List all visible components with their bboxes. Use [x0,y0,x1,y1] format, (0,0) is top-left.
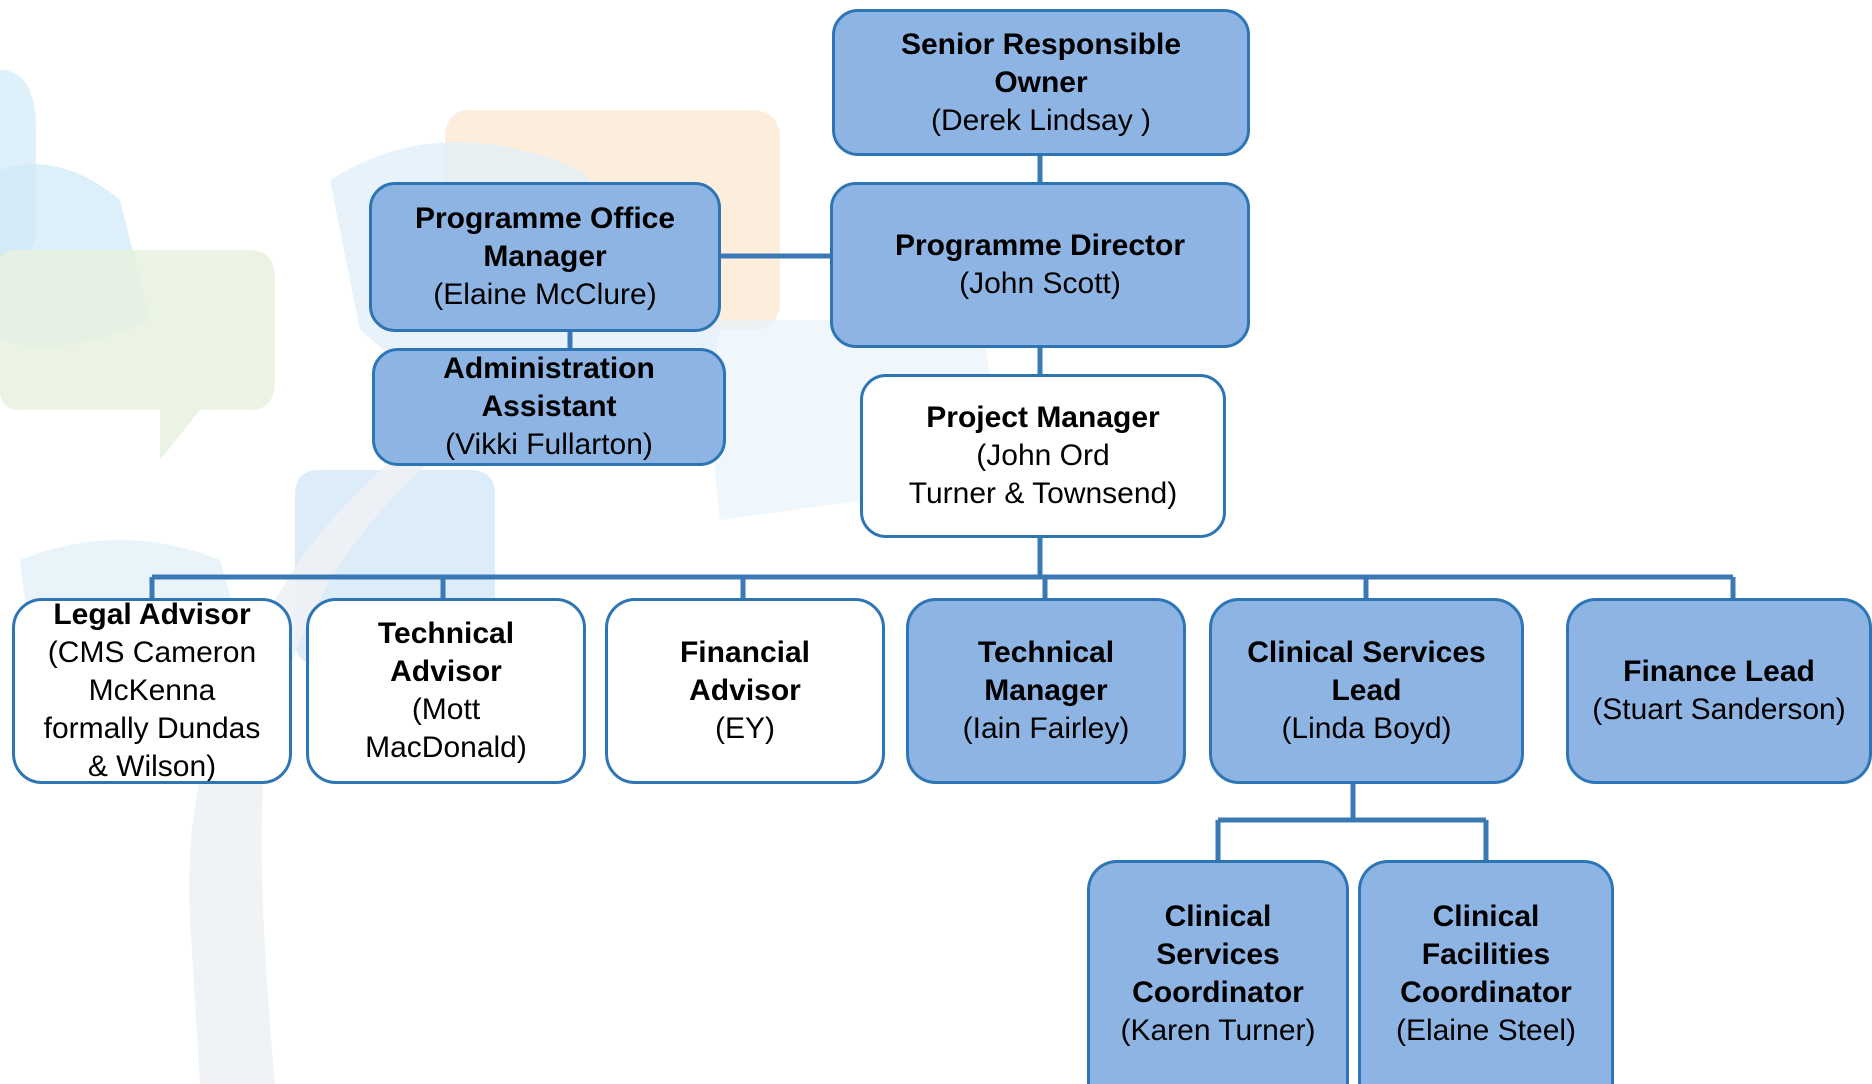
person-name: (CMS Cameron McKenna formally Dundas & W… [43,636,261,783]
box-project-manager: Project Manager (John Ord Turner & Towns… [860,374,1226,538]
box-clinical-services-coordinator: Clinical Services Coordinator (Karen Tur… [1087,860,1349,1084]
person-name: (Mott MacDonald) [365,693,527,764]
box-technical-manager: Technical Manager (Iain Fairley) [906,598,1186,784]
role-title: Programme Director [894,229,1186,262]
role-title: Clinical Services Lead [1247,636,1486,707]
box-financial-advisor: Financial Advisor (EY) [605,598,885,784]
person-name: (Elaine McClure) [433,278,657,311]
role-title: Technical Advisor [377,617,515,688]
bg-tree-trunk [189,430,450,1084]
box-clinical-services-lead: Clinical Services Lead (Linda Boyd) [1209,598,1524,784]
box-programme-director: Programme Director (John Scott) [830,182,1250,348]
role-title: Clinical Services Coordinator [1132,899,1304,1009]
box-legal-advisor: Legal Advisor (CMS Cameron McKenna forma… [12,598,292,784]
role-title: Administration Assistant [443,352,655,423]
role-title: Financial Advisor [679,636,811,707]
role-title: Clinical Facilities Coordinator [1400,899,1572,1009]
role-title: Programme Office Manager [414,202,676,273]
person-name: (Stuart Sanderson) [1592,693,1846,726]
box-administration-assistant: Administration Assistant (Vikki Fullarto… [372,348,726,466]
person-name: (Iain Fairley) [962,712,1130,745]
person-name: (Linda Boyd) [1281,712,1452,745]
role-title: Senior Responsible Owner [900,27,1182,99]
person-name: (Vikki Fullarton) [445,428,653,461]
box-programme-office-manager: Programme Office Manager (Elaine McClure… [369,182,721,332]
person-name: (Karen Turner) [1120,1013,1316,1047]
box-technical-advisor: Technical Advisor (Mott MacDonald) [306,598,586,784]
person-name: (Derek Lindsay ) [930,103,1152,137]
person-name: (EY) [715,712,775,745]
person-name: (John Scott) [959,267,1121,300]
person-name: (Elaine Steel) [1395,1013,1577,1047]
role-title: Technical Manager [977,636,1115,707]
box-finance-lead: Finance Lead (Stuart Sanderson) [1566,598,1872,784]
role-title: Legal Advisor [53,598,251,631]
bg-bubble-green [0,250,275,460]
box-senior-responsible-owner: Senior Responsible Owner (Derek Lindsay … [832,9,1250,156]
box-clinical-facilities-coordinator: Clinical Facilities Coordinator (Elaine … [1358,860,1614,1084]
person-name: (John Ord Turner & Townsend) [908,439,1178,510]
role-title: Project Manager [926,401,1160,434]
role-title: Finance Lead [1623,655,1815,688]
